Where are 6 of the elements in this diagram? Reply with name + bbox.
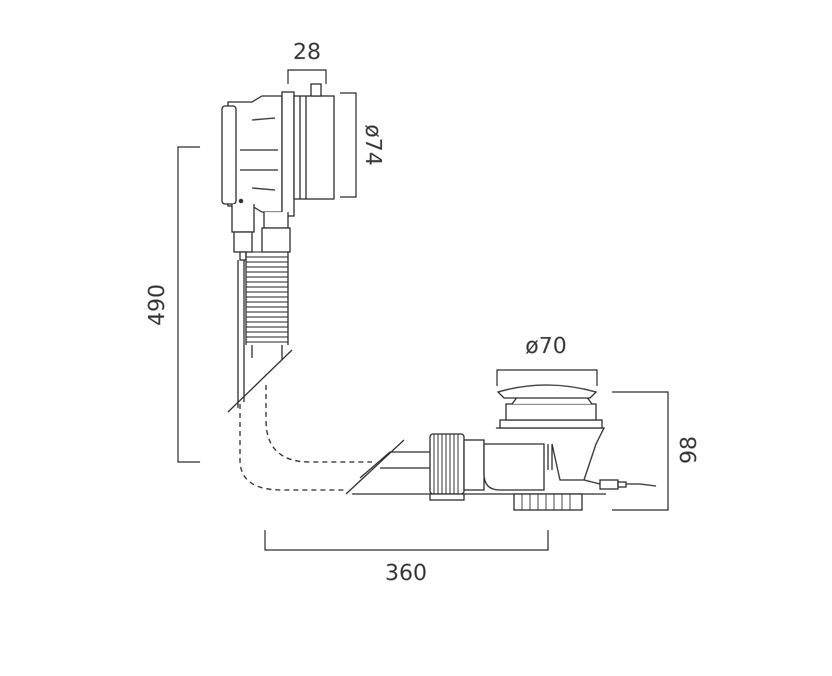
dimension-label: ø74 (361, 124, 383, 166)
dimension-label: 98 (679, 436, 701, 464)
dimension-label: 360 (385, 563, 427, 585)
dimension-label: ø70 (525, 336, 567, 358)
dimension-label: 490 (147, 284, 169, 326)
dimension-label: 28 (293, 42, 321, 64)
